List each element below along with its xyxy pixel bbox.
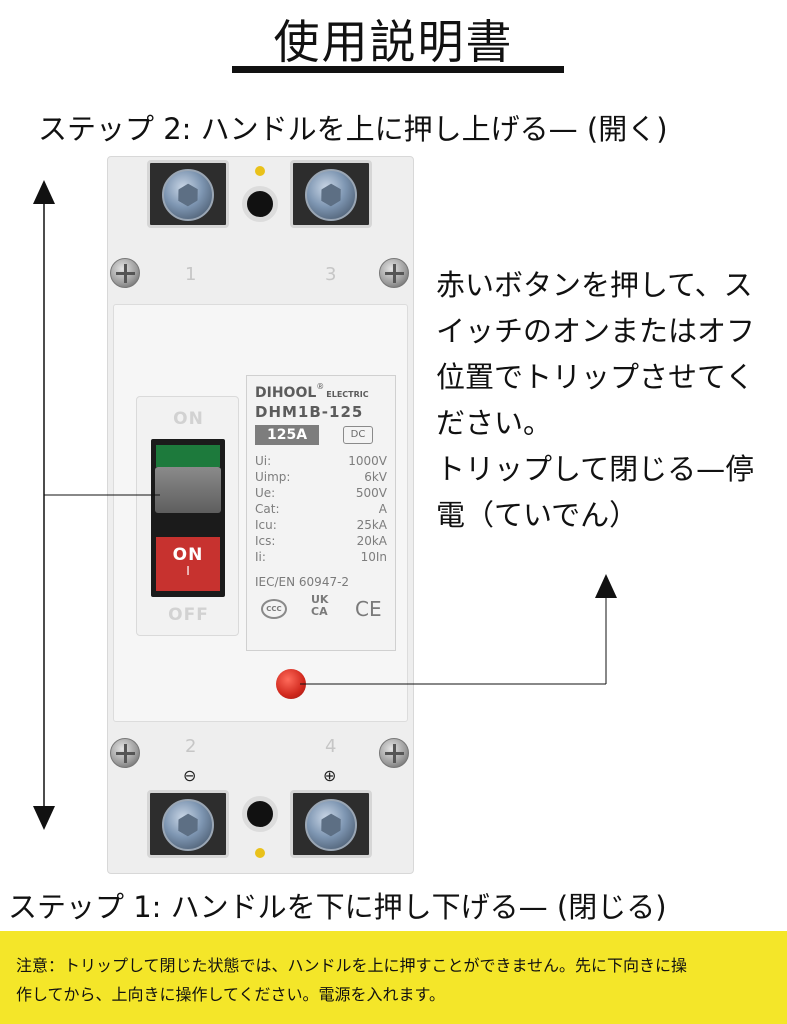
step-2-label: ステップ 2: ハンドルを上に押し上げる— (開く) (38, 112, 668, 146)
step-1-label: ステップ 1: ハンドルを下に押し下げる— (閉じる) (8, 890, 667, 924)
terminal-number-2: 2 (185, 736, 197, 757)
ukca-mark-icon: UK CA (311, 593, 329, 618)
caution-note-line: 注意：トリップして閉じた状態では、ハンドルを上に押すことができません。先に下向き… (16, 956, 688, 975)
spec-row: Cat:A (255, 502, 387, 516)
instruction-line: 赤いボタンを押して、ス (436, 268, 753, 302)
handle-on-label: ON (173, 409, 204, 429)
handle-on-mark: I (186, 564, 190, 578)
model-number: DHM1B-125 (255, 403, 364, 421)
page-title: 使用説明書 (273, 15, 514, 69)
certification-marks: CCC UK CA CE (255, 593, 387, 623)
spec-row: Ii:10In (255, 550, 387, 564)
instruction-text: 赤いボタンを押して、ス イッチのオンまたはオフ 位置でトリップさせてく ださい。… (436, 262, 781, 538)
caution-note: 注意：トリップして閉じた状態では、ハンドルを上に押すことができません。先に下向き… (0, 931, 787, 1024)
terminal-top-right (290, 160, 372, 228)
rating-row: 125A DC (255, 425, 387, 445)
bottom-yellow-mark (255, 848, 265, 858)
arrow-down-head-icon (33, 806, 55, 830)
terminal-bottom-right (290, 790, 372, 858)
spec-row: Ui:1000V (255, 454, 387, 468)
caution-note-line: 作してから、上向きに操作してください。電源を入れます。 (16, 985, 445, 1004)
ccc-mark-icon: CCC (261, 599, 287, 619)
instruction-line: イッチのオンまたはオフ (436, 314, 756, 348)
handle-on-indicator: ON I (156, 537, 220, 591)
terminal-top-left (147, 160, 229, 228)
instruction-line: ださい。 (436, 406, 553, 440)
handle-slot: ON I (151, 439, 225, 597)
current-type-badge: DC (343, 426, 373, 444)
current-rating: 125A (255, 425, 319, 445)
spec-row: Ics:20kA (255, 534, 387, 548)
mount-screw-icon (110, 258, 140, 288)
terminal-screw-icon (162, 169, 214, 221)
trip-arrow-head-icon (595, 574, 617, 598)
terminal-screw-icon (162, 799, 214, 851)
spec-table: Ui:1000V Uimp:6kV Ue:500V Cat:A Icu:25kA… (255, 453, 387, 565)
positive-pole-icon: ⊕ (323, 766, 337, 785)
brand-subtitle: ELECTRIC (326, 390, 369, 399)
title-underline (232, 66, 564, 73)
instruction-line: トリップして閉じる—停 (436, 452, 755, 486)
terminal-screw-icon (305, 799, 357, 851)
handle-green-indicator (156, 445, 220, 467)
handle-off-label: OFF (168, 605, 209, 625)
terminal-screw-icon (305, 169, 357, 221)
terminal-number-3: 3 (325, 264, 337, 285)
brand-registered-mark: ® (316, 382, 325, 391)
mount-screw-icon (110, 738, 140, 768)
terminal-number-1: 1 (185, 264, 197, 285)
spec-row: Uimp:6kV (255, 470, 387, 484)
top-hole (242, 186, 278, 222)
toggle-handle[interactable] (155, 467, 221, 513)
brand-logo: DIHOOL®ELECTRIC (255, 382, 387, 401)
top-yellow-mark (255, 166, 265, 176)
instruction-line: 電（ていでん） (436, 498, 639, 532)
spec-row: Icu:25kA (255, 518, 387, 532)
instruction-line: 位置でトリップさせてく (436, 360, 755, 394)
bottom-hole (242, 796, 278, 832)
ce-mark-icon: CE (355, 597, 382, 621)
spec-row: Ue:500V (255, 486, 387, 500)
brand-name: DIHOOL (255, 385, 317, 401)
mount-screw-icon (379, 738, 409, 768)
breaker: 1 3 ON ON I OFF DIHOOL®ELECTRIC DHM1B-12… (107, 156, 414, 874)
arrow-up-head-icon (33, 180, 55, 204)
spec-label-plate: DIHOOL®ELECTRIC DHM1B-125 125A DC Ui:100… (246, 375, 396, 651)
terminal-number-4: 4 (325, 736, 337, 757)
mount-screw-icon (379, 258, 409, 288)
handle-on-text: ON (172, 545, 204, 565)
standard-text: IEC/EN 60947-2 (255, 575, 350, 589)
handle-frame: ON ON I OFF (136, 396, 239, 636)
terminal-bottom-left (147, 790, 229, 858)
negative-pole-icon: ⊖ (183, 766, 197, 785)
